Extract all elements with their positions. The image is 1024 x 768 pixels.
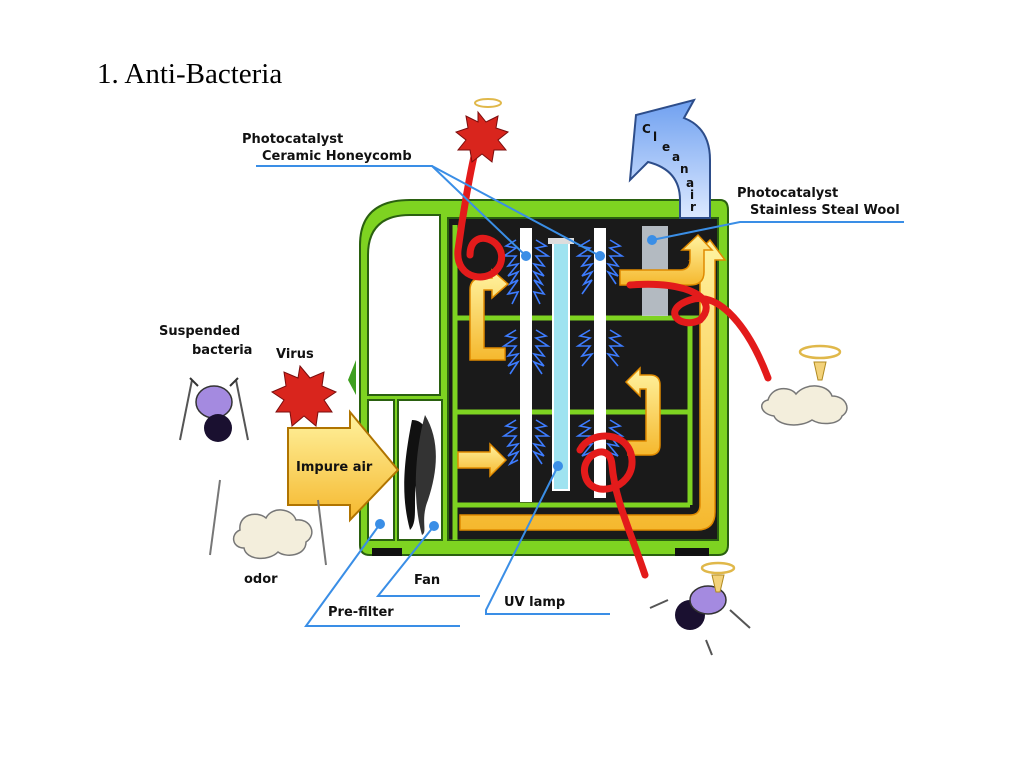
clean-air-letter: C	[642, 122, 651, 136]
virus-icon	[454, 98, 510, 163]
clean-air-letter: l	[653, 130, 658, 144]
halo-icon	[798, 344, 842, 360]
clean-air-letter: a	[672, 150, 681, 164]
purifier-housing	[348, 199, 729, 556]
bacteria-devil-icon	[179, 377, 249, 442]
uv-lamp-tube	[552, 239, 570, 491]
slide-title: 1. Anti-Bacteria	[97, 58, 283, 90]
bacteria-label-line1: Suspended	[159, 324, 241, 339]
bacteria-devil-icon	[649, 561, 751, 656]
virus-label: Virus	[276, 347, 314, 362]
callout-lines	[256, 165, 904, 627]
clean-air-arrow-icon	[628, 98, 711, 219]
bacteria-label-line2: bacteria	[192, 343, 253, 358]
clean-air-letter: n	[680, 162, 689, 176]
virus-icon	[270, 364, 338, 427]
fan-icon	[404, 415, 436, 535]
impure-air-label: Impure air	[296, 460, 373, 475]
honeycomb-label-line1: Photocatalyst	[242, 132, 344, 147]
airflow-arrows	[457, 233, 727, 531]
odor-cloud-icon	[761, 344, 848, 426]
uv-lamp-label: UV lamp	[504, 595, 566, 610]
fan-label: Fan	[414, 573, 441, 588]
honeycomb-label-line2: Ceramic Honeycomb	[262, 149, 412, 164]
clean-air-letter: i	[690, 188, 695, 202]
halo-icon	[700, 561, 736, 575]
halo-icon	[474, 98, 502, 108]
photocatalyst-glow	[501, 239, 625, 467]
wool-label-line2: Stainless Steal Wool	[750, 203, 900, 218]
odor-cloud-icon	[209, 479, 327, 566]
clean-air-letter: a	[686, 176, 695, 190]
impure-air-arrow-icon	[287, 409, 400, 523]
odor-label: odor	[244, 572, 278, 587]
clean-air-letter: e	[662, 140, 671, 154]
callout-dots	[375, 235, 657, 531]
clean-air-letter: r	[690, 200, 696, 214]
bacteria-path	[454, 136, 772, 579]
prefilter-label: Pre-filter	[328, 605, 394, 620]
wool-label-line1: Photocatalyst	[737, 186, 839, 201]
